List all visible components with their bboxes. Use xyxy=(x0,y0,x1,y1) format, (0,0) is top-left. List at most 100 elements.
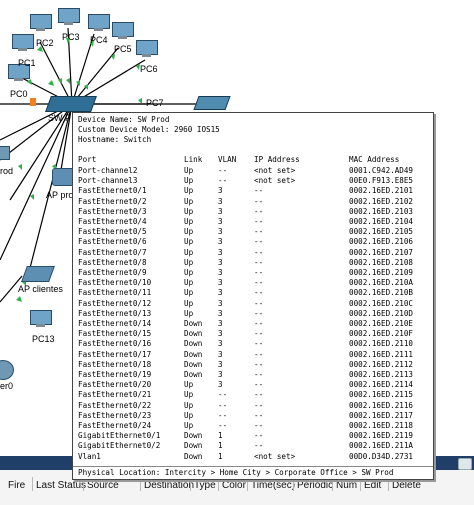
pdu-column-source[interactable]: Source xyxy=(87,480,119,491)
link-status: Up xyxy=(184,288,194,298)
link-status: Down xyxy=(184,319,203,328)
pc6-icon[interactable] xyxy=(136,40,158,58)
column-separator xyxy=(32,477,33,491)
device-prod-icon[interactable] xyxy=(0,146,10,160)
vlan-id: 1 xyxy=(218,451,223,461)
vlan-id: 1 xyxy=(218,431,223,441)
ip-address: -- xyxy=(254,390,264,400)
mac-address: 0002.16ED.211A xyxy=(349,441,414,451)
mac-address: 0002.16ED.2103 xyxy=(349,206,414,216)
access-point-clientes-icon[interactable] xyxy=(21,266,55,282)
link-status: Up xyxy=(184,380,194,390)
column-separator xyxy=(83,477,84,491)
pc4-icon[interactable] xyxy=(88,14,110,32)
link-status: Up xyxy=(184,217,194,226)
pc3-icon[interactable] xyxy=(58,8,80,26)
mac-address: 0002.16ED.2105 xyxy=(349,227,414,237)
port-name: FastEthernet0/3 xyxy=(78,206,147,216)
vlan-id: 3 xyxy=(218,329,223,339)
port-name: FastEthernet0/4 xyxy=(78,217,147,226)
link-status: Down xyxy=(184,431,203,441)
switch-sw-prod-icon[interactable] xyxy=(45,96,97,112)
port-name: Vlan1 xyxy=(78,451,101,461)
link-status: Up xyxy=(184,298,194,308)
port-name: FastEthernet0/24 xyxy=(78,421,152,430)
link-status: Up xyxy=(184,268,194,277)
ip-column-header: IP Address xyxy=(254,155,300,164)
link-status: Down xyxy=(184,329,203,339)
port-name: FastEthernet0/1 xyxy=(78,186,147,196)
port-name: FastEthernet0/18 xyxy=(78,359,152,369)
link-status: Up xyxy=(184,278,194,288)
pc6-label: PC6 xyxy=(140,64,158,74)
column-separator xyxy=(360,477,361,491)
pdu-column-delete[interactable]: Delete xyxy=(392,480,421,491)
ip-address: -- xyxy=(254,431,264,441)
vlan-id: 3 xyxy=(218,370,223,379)
vlan-id: 3 xyxy=(218,349,223,359)
ip-address: -- xyxy=(254,421,264,430)
port-name: GigabitEthernet0/1 xyxy=(78,431,161,441)
pc3-label: PC3 xyxy=(62,32,80,42)
pc1-label: PC1 xyxy=(18,58,36,68)
pdu-column-last-status[interactable]: Last Status xyxy=(36,480,87,491)
vlan-id: 3 xyxy=(218,278,223,288)
column-separator xyxy=(388,477,389,491)
pdu-column-time-sec[interactable]: Time(sec) xyxy=(251,480,296,491)
ip-address: -- xyxy=(254,217,264,226)
vlan-id: 3 xyxy=(218,380,223,390)
pc2-label: PC2 xyxy=(36,38,54,48)
link-status: Up xyxy=(184,227,194,237)
pdu-column-color[interactable]: Color xyxy=(222,480,246,491)
vlan-id: 1 xyxy=(218,441,223,451)
port-name: FastEthernet0/20 xyxy=(78,380,152,390)
ip-address: -- xyxy=(254,247,264,257)
vlan-column-header: VLAN xyxy=(218,155,237,164)
ap-clientes-label: AP clientes xyxy=(18,284,63,294)
link-status: Down xyxy=(184,339,203,349)
mac-address: 0002.16ED.2114 xyxy=(349,380,414,390)
pc5-label: PC5 xyxy=(114,44,132,54)
vlan-id: 3 xyxy=(218,257,223,267)
vlan-id: 3 xyxy=(218,319,223,328)
link-status: Up xyxy=(184,308,194,318)
ip-address: -- xyxy=(254,400,264,410)
switch-icon[interactable] xyxy=(193,96,231,110)
vlan-id: 3 xyxy=(218,298,223,308)
mac-address: 0002.16ED.210F xyxy=(349,329,414,339)
port-name: FastEthernet0/15 xyxy=(78,329,152,339)
pdu-column-type[interactable]: Type xyxy=(194,480,216,491)
pdu-column-destination[interactable]: Destination xyxy=(144,480,195,491)
mac-address: 0002.16ED.2113 xyxy=(349,370,414,379)
hostname-text: Hostname: Switch xyxy=(78,135,152,144)
vlan-id: 3 xyxy=(218,288,223,298)
vlan-id: 3 xyxy=(218,217,223,226)
pdu-column-fire[interactable]: Fire xyxy=(8,480,26,491)
link-status: Down xyxy=(184,359,203,369)
mac-address: 0002.16ED.210D xyxy=(349,308,414,318)
mac-address: 0002.16ED.2112 xyxy=(349,359,414,369)
device-info-tooltip: Device Name: SW Prod Custom Device Model… xyxy=(72,112,434,480)
mac-address: 0002.16ED.210E xyxy=(349,319,414,328)
pc1-icon[interactable] xyxy=(12,34,34,52)
scroll-right-button[interactable] xyxy=(458,458,472,470)
ip-address: -- xyxy=(254,349,264,359)
link-status: Up xyxy=(184,196,194,206)
vlan-id: -- xyxy=(218,410,228,420)
pdu-column-num[interactable]: Num xyxy=(336,480,358,491)
pc5-icon[interactable] xyxy=(112,22,134,40)
port-name: FastEthernet0/9 xyxy=(78,268,147,277)
pdu-column-edit[interactable]: Edit xyxy=(364,480,382,491)
vlan-id: 3 xyxy=(218,247,223,257)
pc0-icon[interactable] xyxy=(8,64,30,82)
link-status: Up xyxy=(184,176,194,186)
mac-address: 0002.16ED.2119 xyxy=(349,431,414,441)
port-name: FastEthernet0/5 xyxy=(78,227,147,237)
pdu-column-periodic[interactable]: Periodic xyxy=(297,480,334,491)
device-prod-label: rod xyxy=(0,166,14,176)
port-name: FastEthernet0/12 xyxy=(78,298,152,308)
pc13-icon[interactable] xyxy=(30,310,52,328)
column-separator xyxy=(247,477,248,491)
port-name: FastEthernet0/11 xyxy=(78,288,152,298)
pc2-icon[interactable] xyxy=(30,14,52,32)
